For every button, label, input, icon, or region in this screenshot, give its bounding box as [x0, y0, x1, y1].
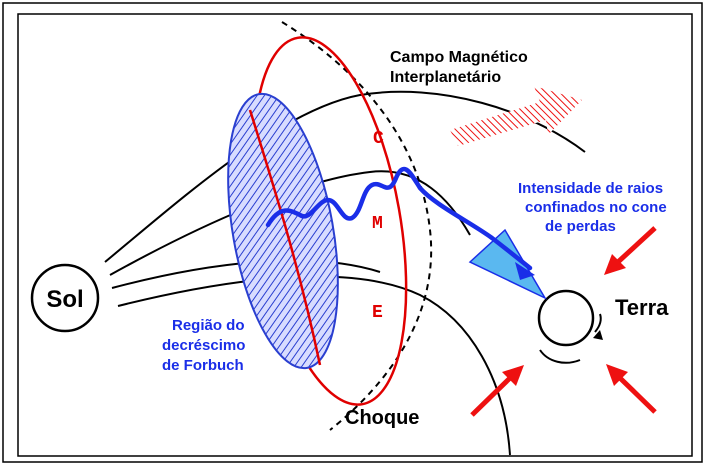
loss-cone [468, 228, 547, 300]
earth-circle [537, 289, 595, 347]
losscone-label-line1: Intensidade de raios [518, 180, 663, 197]
solar-wind-arrow [450, 86, 582, 146]
forbush-region [227, 92, 339, 370]
sun-circle [30, 263, 100, 333]
red-arrow-bottom-left [470, 365, 524, 417]
forbush-label-line1: Região do [172, 317, 245, 334]
red-arrow-top-right [604, 226, 657, 275]
earth-rotation-arrow-right [594, 313, 602, 333]
red-arrows [470, 226, 657, 417]
earth-rotation-arrowhead [593, 330, 603, 340]
red-arrow-bottom-right [606, 364, 657, 414]
earth: Terra [537, 289, 669, 364]
imf-label-line2: Interplanetário [390, 69, 501, 86]
forbush-label-line2: decréscimo [162, 337, 245, 354]
field-line-bottom [117, 275, 511, 456]
cme-axis [248, 109, 322, 366]
particle-trajectory [265, 166, 533, 271]
earth-rotation-arrow-lower [539, 349, 581, 364]
particle-trajectory-arrowhead [515, 262, 535, 280]
cme-letter-e: E [372, 303, 383, 323]
field-line-upper-mid [109, 170, 471, 276]
losscone-label-line2: confinados no cone [525, 199, 667, 216]
imf-label-line1: Campo Magnético [390, 49, 528, 66]
forbush-label-line3: de Forbuch [162, 357, 244, 374]
sun-label: Sol [46, 286, 83, 313]
cme-letter-m: M [372, 214, 383, 234]
outer-frame [2, 2, 703, 463]
shock-front [281, 21, 433, 431]
cme-letter-c: C [373, 129, 384, 149]
shock-label: Choque [345, 407, 419, 429]
sun: Sol [30, 263, 100, 333]
inner-frame [17, 13, 693, 457]
losscone-label-line3: de perdas [545, 218, 616, 235]
earth-label: Terra [615, 295, 669, 320]
